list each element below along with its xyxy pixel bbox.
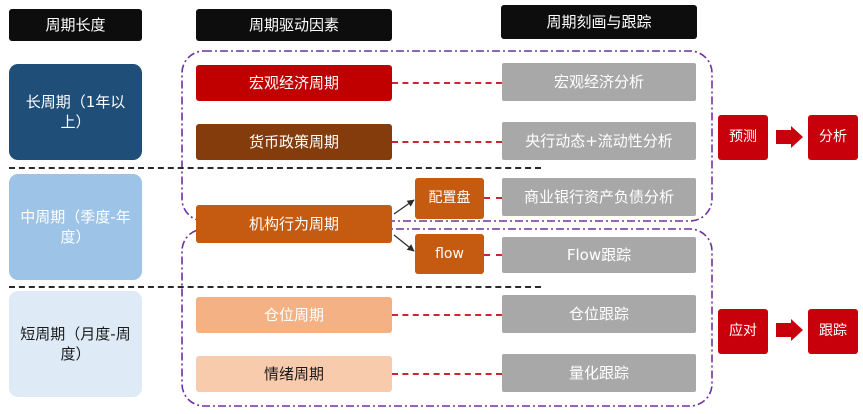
driver-sentiment-cycle: 情绪周期 [196, 356, 392, 392]
tracking-bank-balance-sheet: 商业银行资产负债分析 [502, 178, 696, 216]
tracking-quant: 量化跟踪 [502, 354, 696, 392]
arrow-forecast-to-analysis [776, 126, 803, 148]
link-allocation [484, 197, 502, 199]
tracking-flow: Flow跟踪 [502, 237, 696, 273]
action-analysis: 分析 [808, 115, 858, 160]
header-period-length: 周期长度 [9, 9, 142, 41]
link-monetary [392, 141, 502, 143]
header-period-tracking: 周期刻画与跟踪 [501, 5, 697, 39]
driver-position-cycle: 仓位周期 [196, 297, 392, 333]
link-position [392, 314, 502, 316]
arrow-to-flow [393, 234, 415, 252]
tracking-central-bank-liquidity: 央行动态+流动性分析 [502, 122, 696, 160]
period-short: 短周期（月度-周度） [9, 291, 142, 397]
tracking-macro-analysis: 宏观经济分析 [502, 63, 696, 101]
link-sentiment [392, 373, 502, 375]
driver-flow: flow [415, 234, 484, 274]
arrow-respond-to-follow [776, 319, 803, 341]
tracking-position: 仓位跟踪 [502, 295, 696, 333]
link-macro [392, 82, 502, 84]
driver-macro-cycle: 宏观经济周期 [196, 65, 392, 101]
action-forecast: 预测 [718, 115, 768, 160]
action-respond: 应对 [718, 309, 768, 354]
arrow-to-allocation [393, 199, 415, 215]
period-medium: 中周期（季度-年度） [9, 174, 142, 280]
driver-monetary-cycle: 货币政策周期 [196, 124, 392, 160]
driver-institution-cycle: 机构行为周期 [196, 205, 392, 243]
driver-allocation: 配置盘 [415, 178, 484, 219]
link-flow [484, 254, 502, 256]
header-period-drivers: 周期驱动因素 [196, 9, 392, 41]
action-follow: 跟踪 [808, 309, 858, 354]
period-long: 长周期（1年以上） [9, 64, 142, 160]
separator-medium-short [9, 286, 541, 288]
separator-long-medium [9, 167, 541, 169]
